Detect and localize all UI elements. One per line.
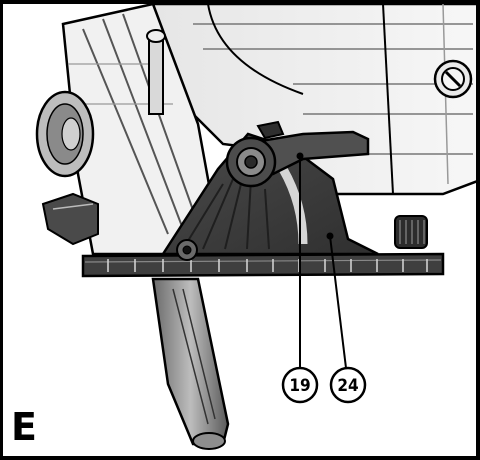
guide-rod	[146, 29, 166, 115]
callout-19: 19	[281, 366, 319, 404]
callout-24-dot	[326, 232, 334, 240]
callout-24-label: 24	[337, 376, 358, 396]
depth-scale-bracket	[160, 132, 379, 261]
callout-24: 24	[329, 366, 367, 404]
callout-19-dot	[296, 152, 304, 160]
blade-knob	[35, 90, 95, 178]
callout-19-label: 19	[289, 376, 310, 396]
base-lock-knob	[394, 215, 428, 249]
circular-saw-illustration: 19 24	[35, 4, 476, 450]
saw-handle	[151, 277, 230, 450]
base-plate	[81, 252, 445, 278]
callout-leaders	[299, 156, 347, 369]
housing-screw	[433, 59, 473, 99]
figure-letter: E	[11, 405, 37, 449]
guard-latch	[41, 192, 99, 246]
depth-adjustment-lever	[225, 120, 370, 188]
